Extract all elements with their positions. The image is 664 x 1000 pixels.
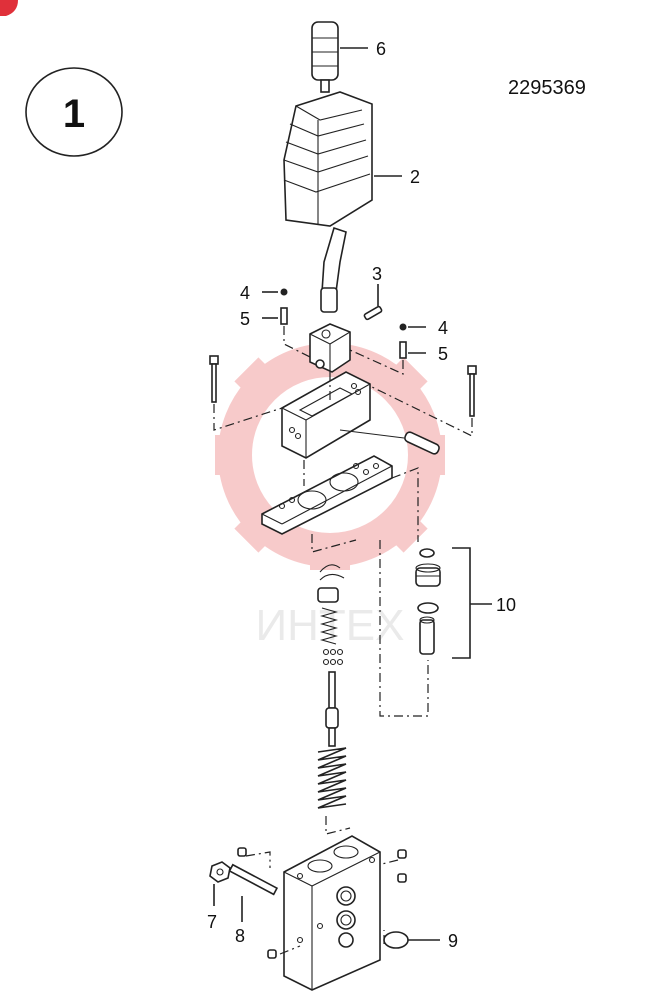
callout-10: 10 [496,595,516,615]
callout-8: 8 [235,926,245,946]
long-screw-left [209,355,219,403]
long-screw-right [467,365,477,417]
callout-9: 9 [448,931,458,951]
callout-2: 2 [410,167,420,187]
callout-5-left: 5 [240,309,250,329]
part-4-5-right [399,323,407,359]
part-8-stud [228,863,279,896]
assembly-lines [213,326,473,955]
spool-stack [317,564,347,809]
callout-4-right: 4 [438,318,448,338]
part-2-boot [283,91,373,227]
callout-5-right: 5 [438,344,448,364]
leader-lines [213,47,492,941]
part-10-valve-assembly [415,547,471,659]
callout-4-left: 4 [240,283,250,303]
sheet-number-badge: 1 [25,67,123,157]
part-9-oring [383,931,409,949]
part-6-knob [311,21,339,93]
body-screws [237,847,407,959]
sheet-number: 1 [63,92,85,136]
lever-base [309,323,351,373]
part-7-nut [209,861,231,883]
callout-3: 3 [372,264,382,284]
part-number: 2295369 [508,77,586,99]
spool-pin [339,429,440,455]
callout-labels: 6 2 3 4 5 4 5 10 7 8 9 [207,39,516,951]
valve-body [283,835,381,991]
corner-mark [0,0,18,16]
part-3-pin [363,305,383,321]
callout-7: 7 [207,912,217,932]
lever-shaft [320,226,347,313]
housing-block [281,371,371,459]
callout-6: 6 [376,39,386,59]
part-4-5-left [280,288,288,325]
